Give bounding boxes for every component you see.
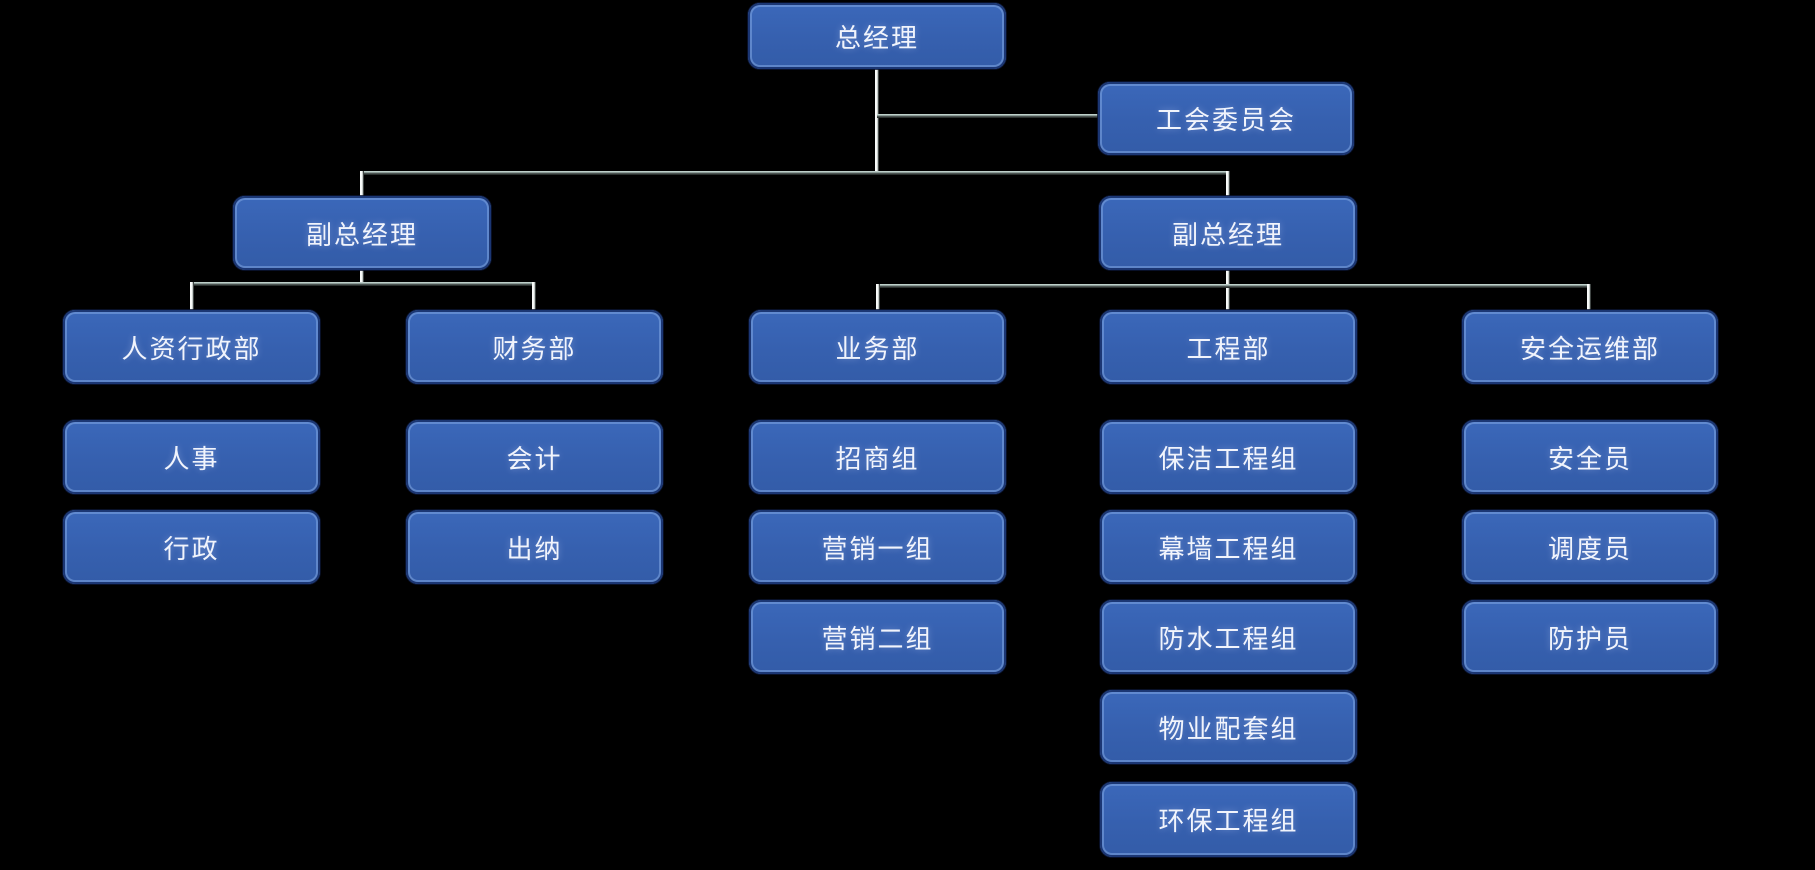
connector-finance-drop (532, 282, 536, 312)
org-node-dept-business: 业务部 (749, 310, 1006, 384)
org-node-label-group-curtain-wall: 幕墙工程组 (1158, 533, 1299, 564)
connector-level1-left-stub (360, 171, 364, 198)
org-node-union-committee: 工会委员会 (1098, 82, 1354, 155)
org-node-label-group-marketing-2: 营销二组 (821, 623, 934, 654)
org-node-group-curtain-wall: 幕墙工程组 (1100, 510, 1357, 584)
org-node-deputy-gm-right: 副总经理 (1099, 196, 1357, 270)
org-node-group-investment: 招商组 (749, 420, 1006, 494)
org-node-group-marketing-1: 营销一组 (749, 510, 1006, 584)
org-node-group-admin: 行政 (63, 510, 320, 584)
org-node-label-dept-safety-ops: 安全运维部 (1519, 333, 1660, 364)
org-node-label-general-manager: 总经理 (834, 22, 919, 53)
org-node-role-dispatcher: 调度员 (1462, 510, 1718, 584)
connector-level2-left-bar (190, 282, 536, 286)
org-node-label-group-personnel: 人事 (163, 443, 220, 474)
org-node-group-accounting: 会计 (406, 420, 663, 494)
connector-gm-trunk (875, 67, 879, 175)
org-node-deputy-gm-left: 副总经理 (233, 196, 491, 270)
org-node-label-dept-business: 业务部 (835, 333, 920, 364)
org-node-label-group-cashier: 出纳 (506, 533, 563, 564)
org-node-label-group-waterproof: 防水工程组 (1158, 623, 1299, 654)
org-node-group-environment: 环保工程组 (1100, 782, 1357, 857)
org-node-label-group-cleaning-eng: 保洁工程组 (1158, 443, 1299, 474)
org-node-dept-safety-ops: 安全运维部 (1462, 310, 1718, 384)
org-node-group-marketing-2: 营销二组 (749, 600, 1006, 674)
connector-level1-bar (361, 171, 1229, 175)
org-node-label-role-protection: 防护员 (1547, 623, 1632, 654)
org-node-group-personnel: 人事 (63, 420, 320, 494)
org-node-label-deputy-gm-left: 副总经理 (305, 219, 418, 250)
org-node-label-role-safety-officer: 安全员 (1547, 443, 1632, 474)
org-node-dept-hr-admin: 人资行政部 (63, 310, 320, 384)
org-node-group-property: 物业配套组 (1100, 690, 1357, 764)
org-node-label-group-accounting: 会计 (506, 443, 563, 474)
org-node-group-cleaning-eng: 保洁工程组 (1100, 420, 1357, 494)
org-node-label-group-property: 物业配套组 (1158, 713, 1299, 744)
org-node-group-waterproof: 防水工程组 (1100, 600, 1357, 674)
org-node-dept-finance: 财务部 (406, 310, 663, 384)
connector-union-branch (877, 114, 1099, 118)
org-node-label-group-admin: 行政 (163, 533, 220, 564)
org-node-label-dept-hr-admin: 人资行政部 (121, 333, 262, 364)
org-node-label-group-marketing-1: 营销一组 (821, 533, 934, 564)
org-node-label-dept-engineering: 工程部 (1186, 333, 1271, 364)
connector-deputy-right-drop (1226, 269, 1230, 312)
connector-level1-right-stub (1226, 171, 1230, 198)
org-node-group-cashier: 出纳 (406, 510, 663, 584)
org-node-dept-engineering: 工程部 (1100, 310, 1357, 384)
connector-business-drop (876, 284, 880, 312)
connector-safety-ops-drop (1587, 284, 1591, 312)
org-node-role-protection: 防护员 (1462, 600, 1718, 674)
org-node-label-dept-finance: 财务部 (492, 333, 577, 364)
org-node-role-safety-officer: 安全员 (1462, 420, 1718, 494)
org-node-general-manager: 总经理 (748, 3, 1006, 69)
org-node-label-deputy-gm-right: 副总经理 (1171, 219, 1284, 250)
connector-level2-right-bar (876, 284, 1590, 288)
org-node-label-group-environment: 环保工程组 (1158, 806, 1299, 836)
connector-deputy-left-drop (360, 269, 364, 286)
org-node-label-group-investment: 招商组 (835, 443, 920, 474)
org-node-label-union-committee: 工会委员会 (1155, 105, 1296, 135)
connector-hr-admin-drop (190, 282, 194, 312)
org-node-label-role-dispatcher: 调度员 (1547, 533, 1632, 564)
